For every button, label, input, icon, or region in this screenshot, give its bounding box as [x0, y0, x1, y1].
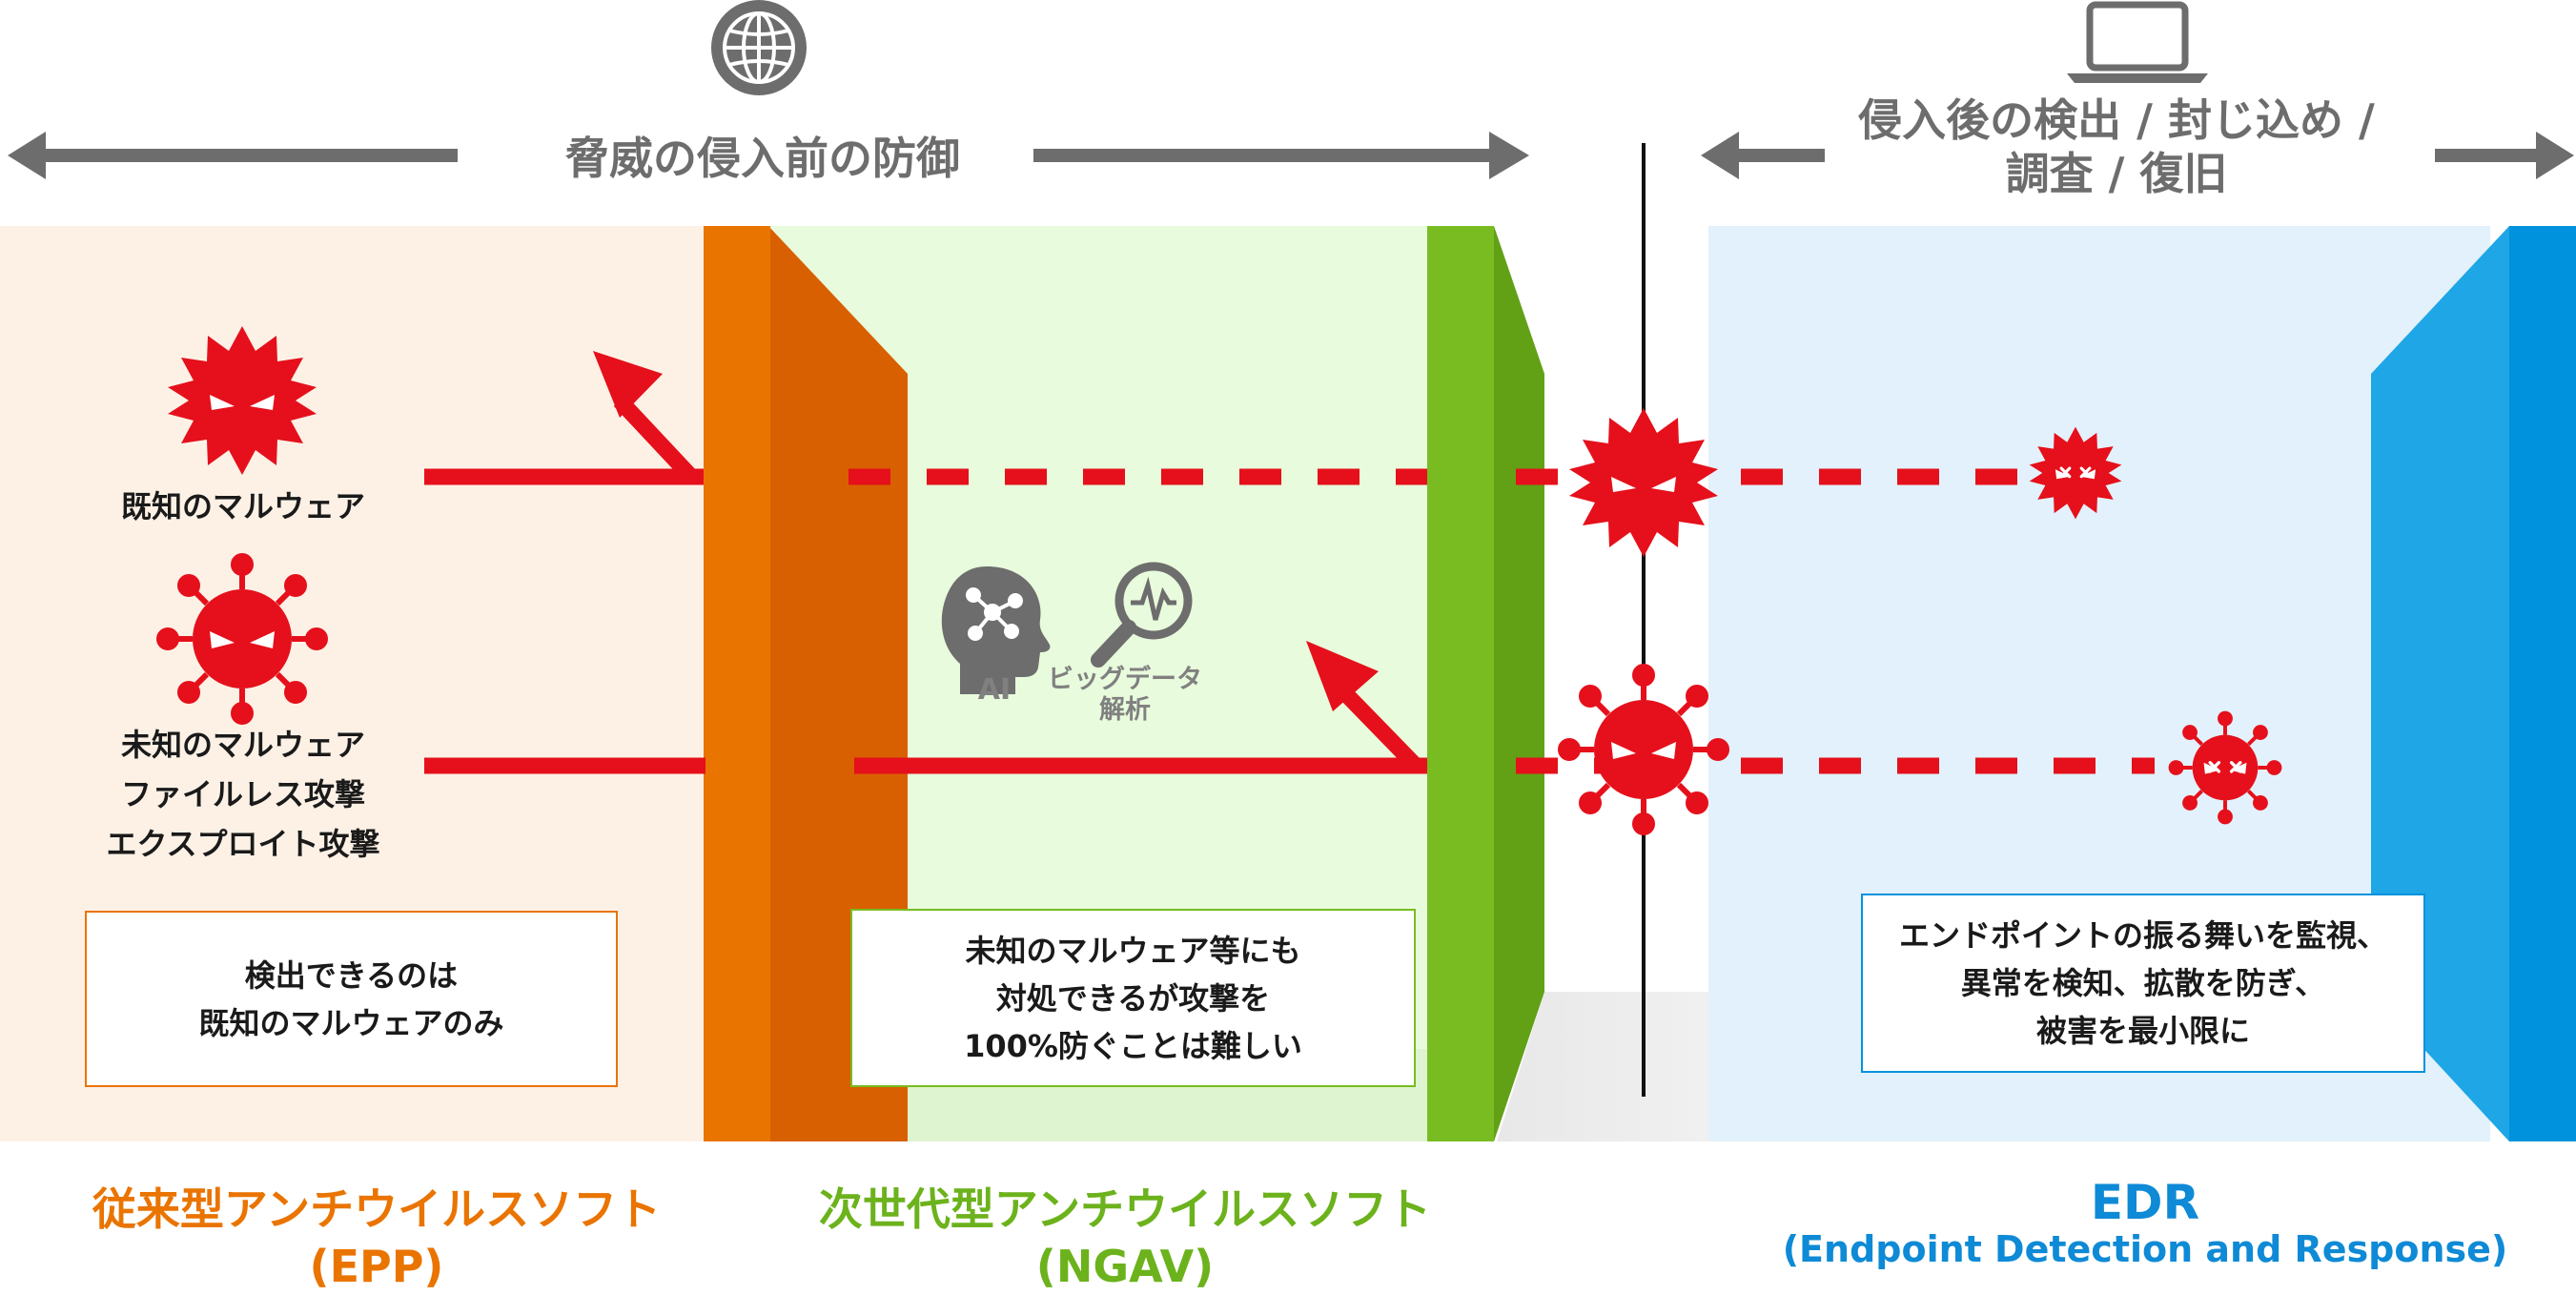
epp-wall	[704, 226, 770, 1141]
epp-description-text: 検出できるのは 既知のマルウェアのみ	[198, 956, 504, 1041]
bigdata-line2: 解析	[1099, 695, 1151, 725]
ngav-wall	[1427, 226, 1494, 1141]
epp-category-label: 従来型アンチウイルスソフト (EPP)	[92, 1183, 662, 1292]
ngav-category-label: 次世代型アンチウイルスソフト (NGAV)	[818, 1183, 1432, 1292]
known-malware-label: 既知のマルウェア	[120, 488, 365, 524]
exploit-attack-line: エクスプロイト攻撃	[106, 826, 380, 862]
neutralized-virus-icon	[2168, 710, 2282, 825]
ngav-description-box: 未知のマルウェア等にも 対処できるが攻撃を 100%防ぐことは難しい	[850, 909, 1416, 1087]
bigdata-line1: ビッグデータ	[1048, 665, 1202, 694]
post-intrusion-arrow	[1701, 132, 2574, 179]
edr-category-title: EDR	[2090, 1175, 2200, 1230]
laptop-icon	[2067, 1, 2208, 83]
edr-wall	[2509, 226, 2576, 1141]
fileless-attack-line: ファイルレス攻撃	[120, 776, 365, 812]
epp-description-box: 検出できるのは 既知のマルウェアのみ	[85, 911, 618, 1087]
known-malware-path	[424, 351, 2033, 485]
edr-description-text: エンドポイントの振る舞いを監視、 異常を検知、拡散を防ぎ、 被害を最小限に	[1898, 917, 2387, 1049]
unknown-malware-label: 未知のマルウェア ファイルレス攻撃 エクスプロイト攻撃	[57, 720, 429, 869]
magnifier-chart-icon	[1091, 562, 1193, 668]
edr-category-subtitle: (Endpoint Detection and Response)	[1782, 1228, 2508, 1270]
ngav-description-text: 未知のマルウェア等にも 対処できるが攻撃を 100%防ぐことは難しい	[964, 932, 1302, 1064]
ai-head-icon	[941, 566, 1051, 694]
virus-icon	[1569, 408, 1718, 557]
pre-intrusion-arrow	[8, 132, 1529, 179]
pre-intrusion-label: 脅威の侵入前の防御	[565, 133, 960, 184]
globe-icon	[711, 0, 807, 95]
unknown-malware-line: 未知のマルウェア	[120, 727, 365, 763]
post-intrusion-label: 侵入後の検出 / 封じ込め / 調査 / 復旧	[1811, 93, 2422, 200]
unknown-malware-path	[424, 641, 2155, 774]
ngav-wall-side	[1494, 226, 1544, 1141]
post-intrusion-line2: 調査 / 復旧	[2005, 148, 2228, 199]
edr-description-box: エンドポイントの振る舞いを監視、 異常を検知、拡散を防ぎ、 被害を最小限に	[1861, 894, 2425, 1073]
virus-icon	[159, 556, 325, 722]
bigdata-label: ビッグデータ 解析	[1030, 665, 1220, 726]
post-intrusion-line1: 侵入後の検出 / 封じ込め /	[1858, 94, 2375, 146]
ai-label: AI	[977, 673, 1012, 707]
virus-icon	[1561, 667, 1727, 832]
